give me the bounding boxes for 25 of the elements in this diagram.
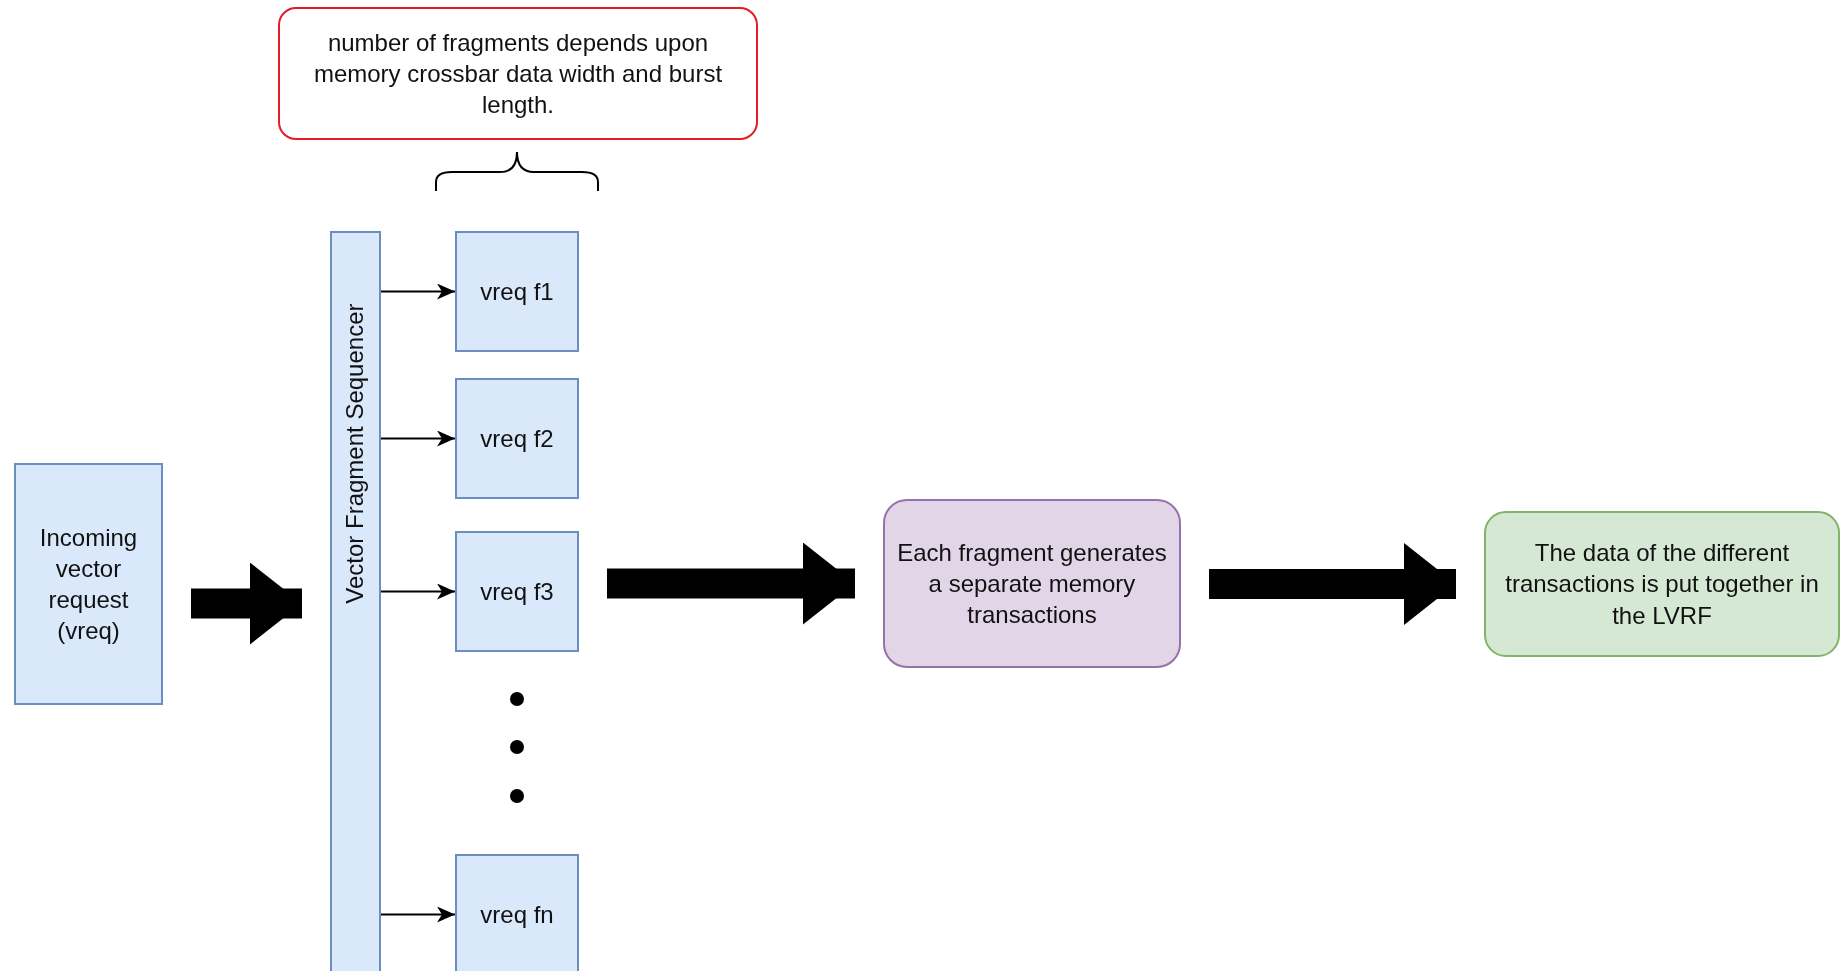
box-text: Each fragment generates a separate memory transactions: [896, 537, 1168, 631]
box-text: vreq fn: [479, 899, 555, 930]
arrow: [380, 283, 456, 300]
box-text: The data of the different transactions is put together in the LVRF: [1504, 538, 1820, 631]
fragment-box: [455, 378, 579, 499]
arrow: [380, 906, 456, 923]
block-arrow: [607, 542, 855, 625]
arrow: [380, 430, 456, 447]
result-box: [1484, 511, 1840, 657]
fragment-box: [455, 531, 579, 652]
sequencer-bar: [330, 231, 381, 971]
process-box: [883, 499, 1181, 668]
note-callout: [278, 7, 758, 140]
vertical-label: Vector Fragment Sequencer: [340, 303, 370, 604]
box-text: vreq f3: [479, 576, 555, 607]
box-text: vreq f1: [479, 276, 555, 307]
box-text: Incoming vector request (vreq): [38, 522, 139, 647]
block-arrow: [1209, 543, 1456, 625]
fragment-box: [455, 854, 579, 971]
process-box: [14, 463, 163, 705]
box-text: number of fragments depends upon memory crossbar data width and burst length.: [312, 27, 724, 121]
fragment-box: [455, 231, 579, 352]
box-text: vreq f2: [479, 423, 555, 454]
block-arrow: [191, 562, 302, 645]
arrow: [380, 583, 456, 600]
